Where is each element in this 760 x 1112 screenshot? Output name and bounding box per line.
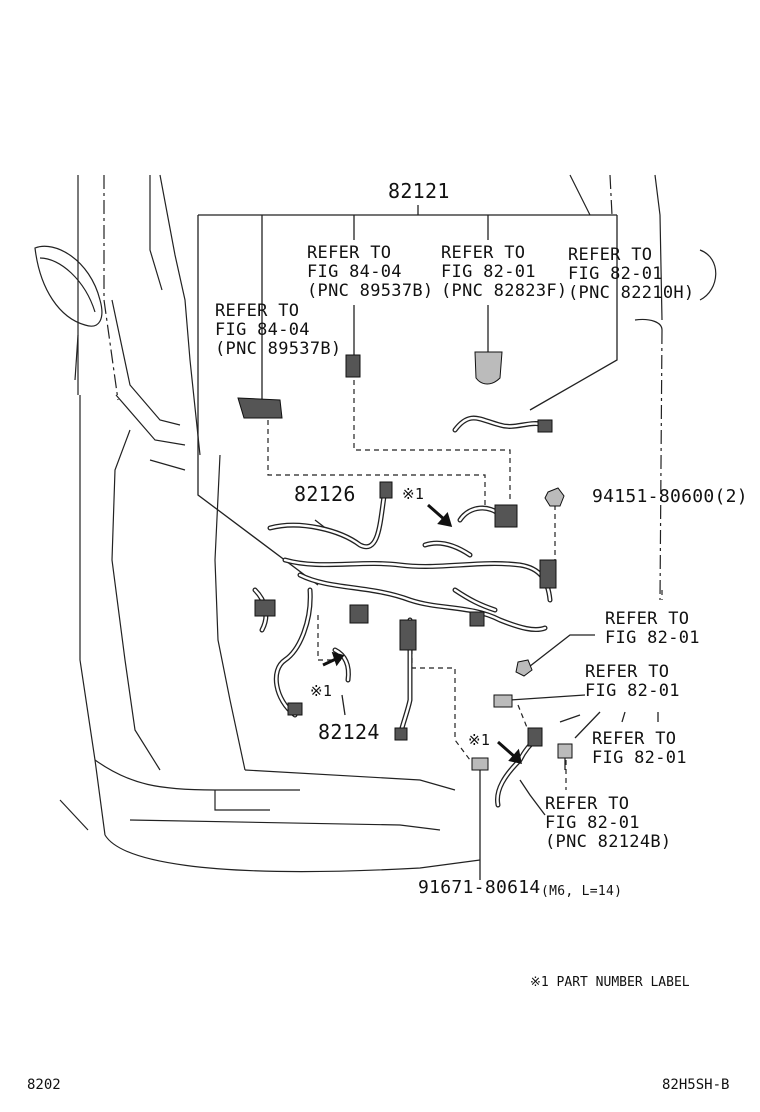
refer-fig: FIG 82-01 [441,262,536,282]
refer-fig: FIG 82-01 [585,681,680,701]
main-part-bracket [197,205,618,586]
label-arrows [322,503,522,764]
label-mark-1: ※1 [402,485,425,503]
diagram-code: 82H5SH-B [662,1077,730,1093]
refer-fig-84-04-top: REFER TO FIG 84-04 (PNC 89537B) [307,244,433,301]
refer-fig-82-01-pnc-82210h: REFER TO FIG 82-01 (PNC 82210H) [568,246,694,303]
connectors-top [237,351,553,433]
refer-fig: FIG 84-04 [307,262,402,282]
refer-line: REFER TO [568,245,653,265]
refer-fig-82-01-a: REFER TO FIG 82-01 [605,610,700,648]
refer-pnc: (PNC 82823F) [441,281,568,301]
refer-line: REFER TO [592,729,677,749]
refer-line: REFER TO [307,243,392,263]
refer-line: REFER TO [215,301,300,321]
refer-fig: FIG 82-01 [605,628,700,648]
bolt-spec-label: (M6, L=14) [541,884,623,899]
refer-fig-82-01-pnc-82124b: REFER TO FIG 82-01 (PNC 82124B) [545,795,671,852]
refer-line: REFER TO [605,609,690,629]
refer-fig: FIG 84-04 [215,320,310,340]
refer-pnc: (PNC 89537B) [307,281,434,301]
refer-fig-84-04-left: REFER TO FIG 84-04 (PNC 89537B) [215,302,341,359]
refer-pnc: (PNC 82210H) [568,283,695,303]
footnote-part-number-label: ※1 PART NUMBER LABEL [530,975,690,990]
part-82121-label: 82121 [388,179,450,203]
refer-fig-82-01-b: REFER TO FIG 82-01 [585,663,680,701]
refer-line: REFER TO [585,662,670,682]
part-94151-80600-label: 94151-80600(2) [592,486,748,507]
vehicle-body-outline [34,174,717,873]
refer-fig: FIG 82-01 [568,264,663,284]
refer-fig-82-01-pnc-82823f: REFER TO FIG 82-01 (PNC 82823F) [441,244,567,301]
refer-line: REFER TO [545,794,630,814]
refer-fig: FIG 82-01 [592,748,687,768]
refer-fig-82-01-c: REFER TO FIG 82-01 [592,730,687,768]
refer-fig: FIG 82-01 [545,813,640,833]
figure-number: 8202 [27,1077,61,1093]
refer-pnc: (PNC 89537B) [215,339,342,359]
refer-line: REFER TO [441,243,526,263]
label-mark-2: ※1 [310,682,333,700]
guide-lines [267,380,663,790]
refer-pnc: (PNC 82124B) [545,832,672,852]
wire-harness [252,481,557,808]
label-mark-3: ※1 [468,731,491,749]
part-82126-label: 82126 [294,482,356,506]
part-82124-label: 82124 [318,720,380,744]
leader-lines [261,305,659,880]
part-91671-80614-label: 91671-80614 [418,877,541,898]
fasteners [471,487,573,771]
